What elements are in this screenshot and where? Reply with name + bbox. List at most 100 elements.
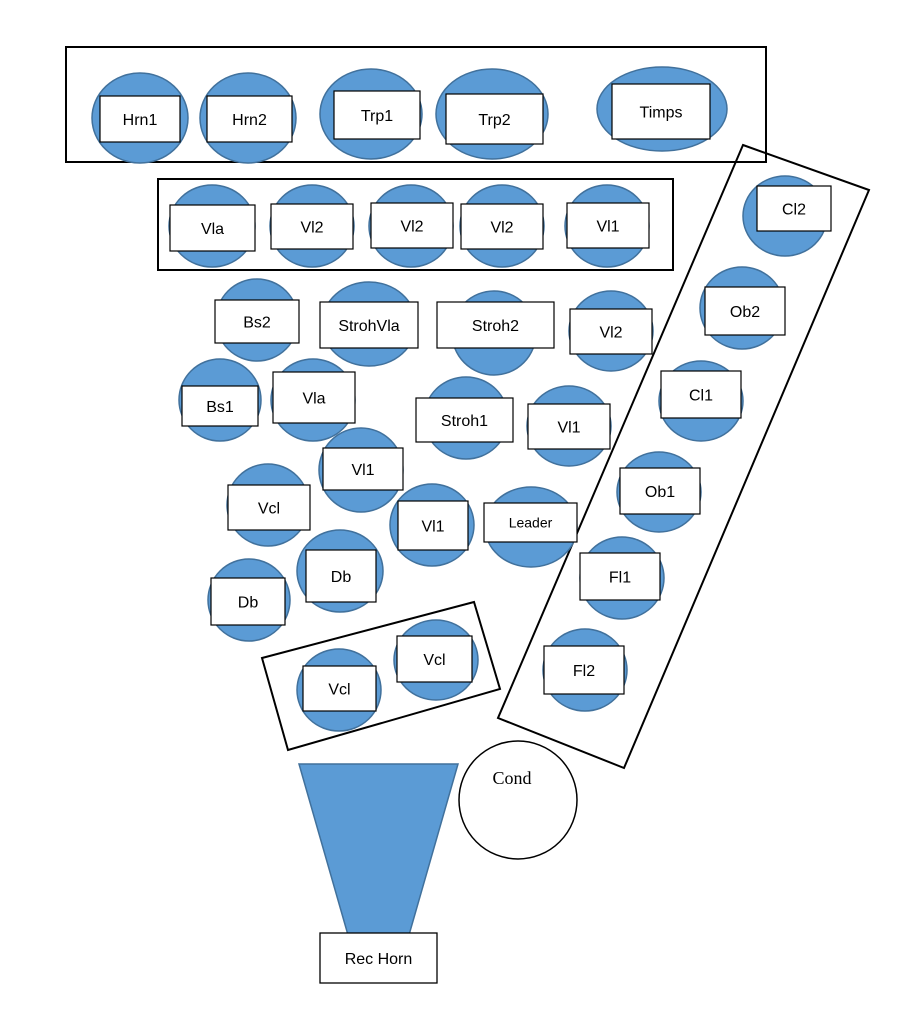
seat-label: Ob1 <box>645 484 675 501</box>
seat-label-box <box>305 549 377 603</box>
seat-label: Db <box>331 569 352 586</box>
upper-strings-group-outline <box>157 178 674 271</box>
seat-label-box <box>396 635 473 683</box>
seat-label-box <box>99 95 181 143</box>
seat-db-right: Db <box>296 529 384 613</box>
seat-label-box <box>660 370 742 419</box>
seat-label: Cl2 <box>782 201 806 218</box>
seat-cl1: Cl1 <box>658 360 744 442</box>
seat-label-box <box>169 204 256 252</box>
seat-stroh-vla: StrohVla <box>319 281 419 367</box>
conductor-podium <box>458 740 578 860</box>
seat-vl1-right: Vl1 <box>526 385 612 467</box>
seat-vl1-lower: Vl1 <box>389 483 475 567</box>
seat-vl2-upper-3: Vl2 <box>459 184 545 268</box>
seat-label-box <box>436 301 555 349</box>
recording-horn-icon <box>298 763 459 936</box>
seat-label: Trp2 <box>478 112 510 129</box>
seat-label-box <box>214 299 300 344</box>
seat-fl1: Fl1 <box>579 536 665 620</box>
seat-leader: Leader <box>483 486 578 568</box>
seat-timps: Timps <box>596 66 728 152</box>
seat-label-box <box>227 484 311 531</box>
seat-label: Vcl <box>328 681 350 698</box>
seat-ob1: Ob1 <box>616 451 702 533</box>
recording-horn-label-box <box>319 932 438 984</box>
seat-label-box <box>756 185 832 232</box>
seat-bs2: Bs2 <box>214 278 300 362</box>
seat-label-box <box>611 83 711 140</box>
seat-vla-middle: Vla <box>270 358 356 442</box>
seat-hrn1: Hrn1 <box>91 72 189 164</box>
seat-label-box <box>527 403 611 450</box>
seat-label-box <box>619 467 701 515</box>
seat-vcl-front-left: Vcl <box>296 648 382 732</box>
seat-stroh2: Stroh2 <box>436 290 555 376</box>
seat-label: Vla <box>201 221 224 238</box>
seat-label-box <box>460 203 544 250</box>
seat-label: Vla <box>302 390 325 407</box>
seat-label: Vl1 <box>421 518 444 535</box>
recording-horn-label: Rec Horn <box>345 951 413 968</box>
seat-trp2: Trp2 <box>435 68 549 160</box>
seat-label-box <box>319 301 419 349</box>
seat-label-box <box>272 371 356 424</box>
seat-label-box <box>397 500 469 551</box>
seat-label: Vl2 <box>300 219 323 236</box>
seat-vcl-middle: Vcl <box>226 463 311 547</box>
seat-vl1-center: Vl1 <box>318 427 404 513</box>
seat-label: Stroh2 <box>472 318 519 335</box>
seat-label-box <box>333 90 421 140</box>
seat-label-box <box>206 95 293 143</box>
seat-label: Fl1 <box>609 569 631 586</box>
seat-label-box <box>579 552 661 601</box>
seat-label: Stroh1 <box>441 413 488 430</box>
seat-ob2: Ob2 <box>699 266 786 350</box>
seat-label: Hrn1 <box>123 112 158 129</box>
seat-label-box <box>302 665 377 712</box>
seat-label-box <box>181 385 259 427</box>
seat-label: Vcl <box>423 652 445 669</box>
seat-label: Ob2 <box>730 304 760 321</box>
conductor-label: Cond <box>492 768 531 788</box>
seat-label-box <box>210 577 286 626</box>
seat-label: Vl1 <box>596 218 619 235</box>
seat-vl2-right: Vl2 <box>568 290 654 372</box>
seat-label: Vl2 <box>490 219 513 236</box>
seat-stroh1: Stroh1 <box>415 376 514 460</box>
seat-label: Vl1 <box>557 419 580 436</box>
seat-label: Timps <box>640 104 683 121</box>
seat-vl2-upper-1: Vl2 <box>269 184 355 268</box>
seat-label: Db <box>238 594 259 611</box>
seat-trp1: Trp1 <box>319 68 423 160</box>
seat-label-box <box>322 447 404 491</box>
seat-label-box <box>270 203 354 250</box>
seat-vla-upper: Vla <box>168 184 256 268</box>
seat-label-box <box>704 286 786 336</box>
seat-vl2-upper-2: Vl2 <box>368 184 454 268</box>
seat-db-left: Db <box>207 558 291 642</box>
seat-label: Vl2 <box>400 218 423 235</box>
seat-hrn2: Hrn2 <box>199 72 297 164</box>
seat-bs1: Bs1 <box>178 358 262 442</box>
seat-vl1-upper: Vl1 <box>564 184 650 268</box>
seat-label-box <box>566 202 650 249</box>
seat-label-box <box>569 308 653 355</box>
seat-vcl-front-right: Vcl <box>393 619 479 701</box>
seat-label-box <box>445 93 544 145</box>
seat-label: Fl2 <box>573 663 595 680</box>
seat-label: Bs1 <box>206 399 234 416</box>
seat-label: Trp1 <box>361 108 393 125</box>
seat-label: StrohVla <box>338 318 399 335</box>
seat-label-box <box>370 202 454 249</box>
seat-label-box <box>543 645 625 695</box>
brass-group-outline <box>65 46 767 163</box>
seat-label: Cl1 <box>689 387 713 404</box>
seat-label: Leader <box>509 515 553 531</box>
seat-label: Hrn2 <box>232 112 267 129</box>
seat-fl2: Fl2 <box>542 628 628 712</box>
seat-label-box <box>415 397 514 443</box>
seat-cl2: Cl2 <box>742 175 832 257</box>
seat-label: Vl1 <box>351 462 374 479</box>
